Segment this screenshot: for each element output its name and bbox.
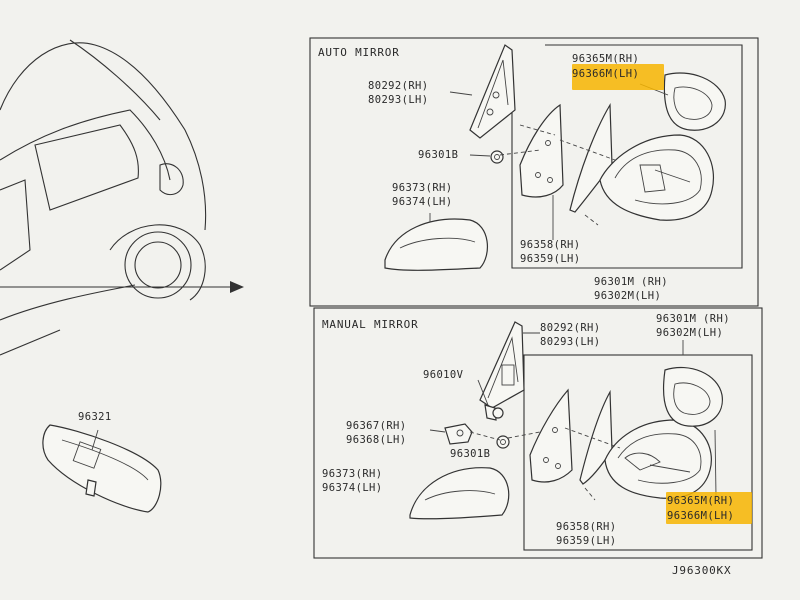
label-auto-96374: 96374(LH) xyxy=(392,196,453,208)
label-96321: 96321 xyxy=(78,411,112,423)
auto-mirror-panel: AUTO MIRROR xyxy=(309,37,759,307)
highlight-auto-96366m xyxy=(572,64,664,90)
label-auto-96358: 96358(RH) xyxy=(520,239,581,251)
label-man-80292: 80292(RH) xyxy=(540,322,601,334)
label-man-96374: 96374(LH) xyxy=(322,482,383,494)
rear-view-mirror-group: 96321 xyxy=(42,411,162,513)
pointer-arrow xyxy=(0,281,244,293)
label-auto-80292: 80292(RH) xyxy=(368,80,429,92)
manual-mirror-title: MANUAL MIRROR xyxy=(322,318,419,331)
label-auto-96301m: 96301M (RH) xyxy=(594,276,668,288)
diagram-code: J96300KX xyxy=(672,564,731,577)
label-auto-96302m: 96302M(LH) xyxy=(594,290,661,302)
label-man-96368: 96368(LH) xyxy=(346,434,407,446)
label-auto-96366m: 96366M(LH) xyxy=(572,68,639,80)
label-man-96010v: 96010V xyxy=(423,369,464,381)
label-man-96359: 96359(LH) xyxy=(556,535,617,547)
label-man-96301m: 96301M (RH) xyxy=(656,313,730,325)
auto-mirror-title: AUTO MIRROR xyxy=(318,46,400,59)
label-man-96367: 96367(RH) xyxy=(346,420,407,432)
car-illustration xyxy=(0,39,207,356)
label-man-96366m: 96366M(LH) xyxy=(667,510,734,522)
label-man-96358: 96358(RH) xyxy=(556,521,617,533)
label-man-96373: 96373(RH) xyxy=(322,468,383,480)
manual-mirror-panel: MANUAL MIRROR xyxy=(313,307,763,559)
label-man-80293: 80293(LH) xyxy=(540,336,601,348)
label-auto-96301b: 96301B xyxy=(418,149,458,161)
highlight-manual-96365m-96366m xyxy=(666,492,752,524)
label-man-96365m: 96365M(RH) xyxy=(667,495,734,507)
label-auto-96365m: 96365M(RH) xyxy=(572,53,639,65)
label-man-96301b: 96301B xyxy=(450,448,490,460)
label-auto-80293: 80293(LH) xyxy=(368,94,429,106)
label-auto-96373: 96373(RH) xyxy=(392,182,453,194)
label-man-96302m: 96302M(LH) xyxy=(656,327,723,339)
label-auto-96359: 96359(LH) xyxy=(520,253,581,265)
